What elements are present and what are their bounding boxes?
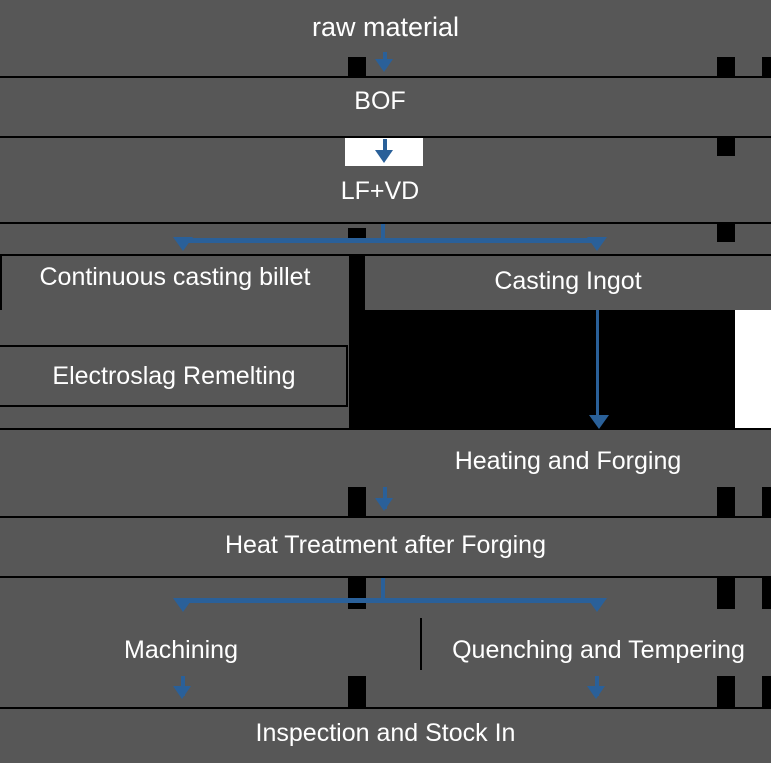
connector-ht-split-stem xyxy=(381,578,385,600)
tick-block-right-1 xyxy=(717,57,735,77)
tick-block-right-edge-5 xyxy=(762,577,771,609)
tick-block-right-edge-4 xyxy=(762,487,771,517)
connector-ingot-to-heating xyxy=(596,310,599,422)
node-label-bof: BOF xyxy=(354,87,406,115)
arrowhead-to-quenching-and-tempering xyxy=(587,598,607,612)
tick-block-center-3 xyxy=(348,487,366,517)
arrowhead-to-casting-ingot xyxy=(587,237,607,251)
divider-line-3 xyxy=(0,222,771,224)
node-label-quenching-and-tempering: Quenching and Tempering xyxy=(452,636,745,664)
left-col-edge xyxy=(0,254,2,310)
arrowhead-ingot-to-heating xyxy=(589,415,609,429)
separator-line-quenching xyxy=(420,618,422,670)
arrowhead-raw-to-bof xyxy=(375,59,393,72)
tick-block-right-6 xyxy=(717,676,735,708)
arrowhead-to-machining xyxy=(173,598,193,612)
block-mask-center-upper xyxy=(349,254,365,312)
connector-bof-to-lfvd xyxy=(383,139,387,157)
tick-block-right-4 xyxy=(717,487,735,517)
arrowhead-machining-to-inspection xyxy=(173,686,191,699)
node-label-electroslag-remelting: Electroslag Remelting xyxy=(52,362,296,390)
tick-block-right-3 xyxy=(717,222,735,242)
node-label-machining: Machining xyxy=(124,636,238,664)
divider-line-8 xyxy=(0,707,771,709)
block-mask-center-large xyxy=(349,310,735,428)
tick-block-right-5 xyxy=(717,577,735,609)
divider-line-1 xyxy=(0,76,771,78)
arrowhead-bof-to-lfvd xyxy=(375,150,393,163)
arrowhead-quenching-to-inspection xyxy=(587,686,605,699)
divider-line-7 xyxy=(0,576,771,578)
divider-line-6 xyxy=(0,516,771,518)
divider-line-4 xyxy=(0,254,771,256)
node-label-heat-treatment-after-forging: Heat Treatment after Forging xyxy=(225,531,546,559)
tick-block-right-edge-1 xyxy=(762,57,771,77)
divider-line-2 xyxy=(0,136,771,138)
highlight-strip-right xyxy=(735,310,771,428)
tick-block-center-4 xyxy=(348,577,366,609)
tick-block-right-edge-6 xyxy=(762,676,771,708)
connector-lfvd-split-stem xyxy=(381,224,385,242)
tick-block-right-2 xyxy=(717,136,735,156)
divider-line-5 xyxy=(0,428,771,430)
node-label-inspection-and-stock-in: Inspection and Stock In xyxy=(255,719,516,747)
node-label-casting-ingot: Casting Ingot xyxy=(494,267,642,295)
arrowhead-heating-to-heat-treatment xyxy=(375,498,393,511)
electroslag-remelting-box xyxy=(0,345,348,407)
connector-lfvd-split-bar xyxy=(183,238,599,243)
connector-ht-split-bar xyxy=(183,598,599,603)
arrowhead-to-continuous-casting-billet xyxy=(173,237,193,251)
node-label-continuous-casting-billet: Continuous casting billet xyxy=(39,263,311,291)
node-label-lf-vd: LF+VD xyxy=(340,177,420,205)
tick-block-center-1 xyxy=(348,57,366,77)
node-label-raw-material: raw material xyxy=(311,12,460,42)
node-label-heating-and-forging: Heating and Forging xyxy=(454,447,682,475)
tick-block-center-5 xyxy=(348,676,366,708)
